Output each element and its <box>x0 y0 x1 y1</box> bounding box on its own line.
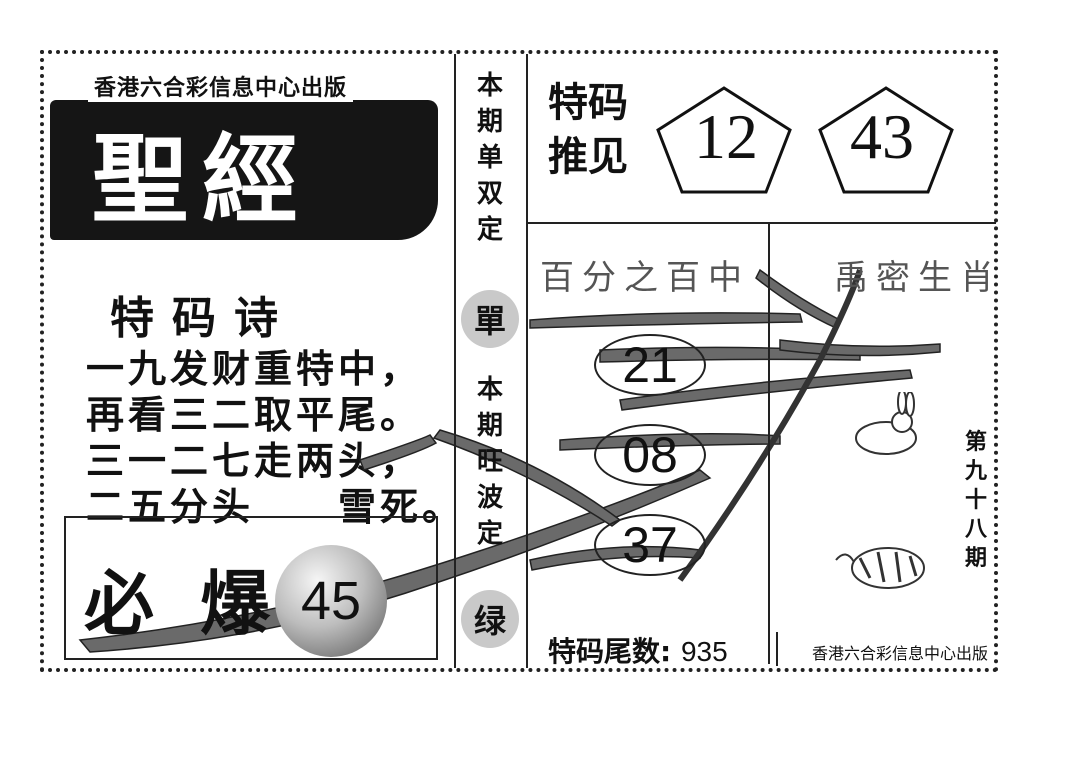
divider-horizontal <box>528 222 996 224</box>
issue-label: 第九十八期 <box>964 430 987 571</box>
pick-number: 37 <box>594 514 706 576</box>
tema-number: 12 <box>694 101 758 172</box>
divider-center <box>526 54 528 668</box>
pick-number: 21 <box>594 334 706 396</box>
tiger-illustration <box>835 547 925 589</box>
lottery-ball: 45 <box>275 545 387 657</box>
tail-row: 特码尾数: 935 <box>548 630 728 670</box>
tail-value: 935 <box>680 636 728 667</box>
title-banner <box>50 100 438 240</box>
pentagon-1 <box>656 86 792 194</box>
danshuang-label: 本期单双定 <box>476 71 503 245</box>
pick-number: 08 <box>594 424 706 486</box>
page-title: 聖經 <box>92 123 312 236</box>
poem-line: 一九发财重特中， <box>86 347 423 391</box>
bibao-number: 45 <box>300 571 362 631</box>
wangbo-value: 绿 <box>461 590 519 648</box>
poem-line: 再看三二取平尾。 <box>86 393 423 437</box>
tema-label: 特码推见 <box>548 80 628 180</box>
publisher-text: 香港六合彩信息中心出版 <box>88 70 354 102</box>
footer-publisher: 香港六合彩信息中心出版 <box>812 644 989 663</box>
tail-divider <box>776 632 778 666</box>
tail-label: 特码尾数: <box>548 635 672 668</box>
danshuang-value: 單 <box>461 290 519 348</box>
tema-number: 43 <box>850 101 914 172</box>
bibao-label: 必爆 <box>84 562 316 645</box>
poem-title: 特码诗 <box>110 293 296 344</box>
wangbo-label: 本期旺波定 <box>476 375 503 549</box>
page-border <box>40 50 998 672</box>
rabbit-illustration <box>855 392 917 455</box>
poem-line: 二五分头 雪死。 <box>86 485 465 529</box>
bibao-box <box>64 516 438 660</box>
pentagon-2 <box>818 86 954 194</box>
handwritten-heading: 百分之百中 禹密生肖 <box>540 258 1002 298</box>
divider-left <box>454 54 456 668</box>
divider-right <box>768 224 770 664</box>
